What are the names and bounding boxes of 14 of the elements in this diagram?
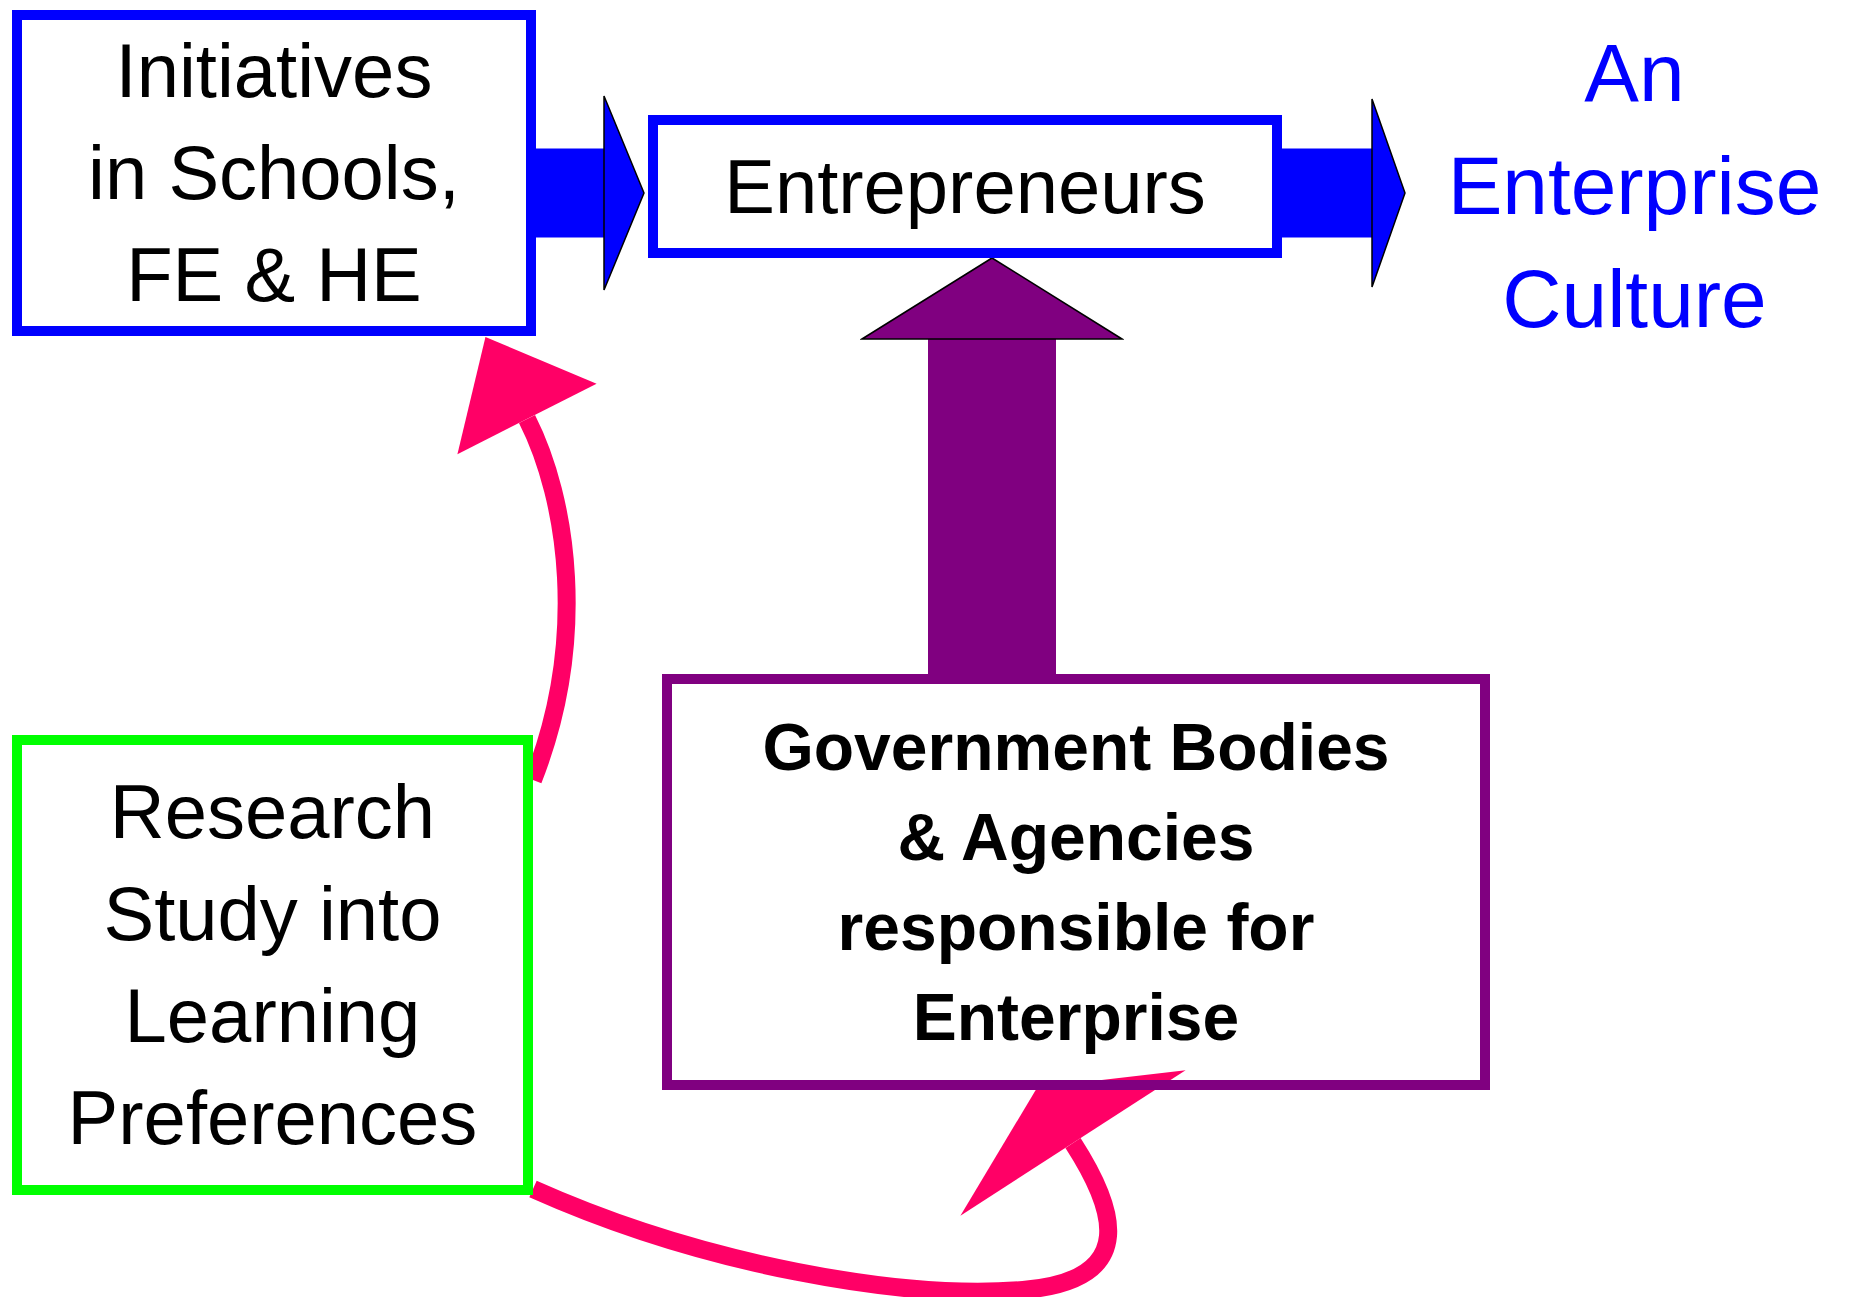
box-label: Government Bodies & Agencies responsible for Enterprise — [762, 709, 1390, 1056]
agency-box — [662, 674, 1490, 1090]
arrow — [861, 257, 1123, 674]
box-label: Initiatives in Schools, FE & HE — [88, 27, 460, 319]
research-box — [12, 735, 533, 1195]
arrow — [536, 95, 645, 291]
box-label: Research Study into Learning Preferences — [67, 768, 478, 1162]
arrow — [456, 335, 598, 783]
arrow — [1282, 98, 1406, 288]
process-box — [648, 115, 1282, 258]
arrow — [529, 1072, 1187, 1297]
box-label: Entrepreneurs — [724, 142, 1206, 231]
outcome-label: An Enterprise Culture — [1405, 20, 1864, 350]
initiative-box — [12, 10, 536, 336]
